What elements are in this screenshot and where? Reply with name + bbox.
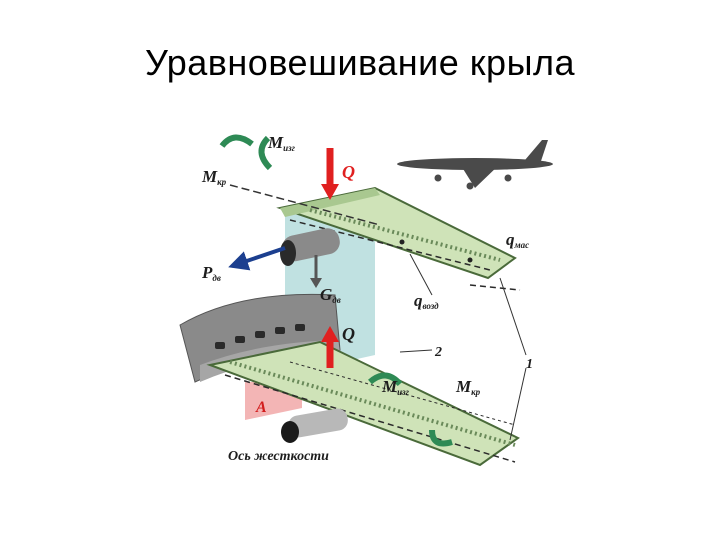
label-q-bottom: Q xyxy=(342,324,355,344)
aircraft-silhouette-icon xyxy=(397,140,553,190)
label-g-dv: Gдв xyxy=(320,285,341,305)
stiffness-axis-line xyxy=(229,184,381,226)
wing-balancing-diagram: Mизг Mкр Q qмас Pдв Gдв qвозд Q 2 1 Mизг… xyxy=(179,133,553,467)
label-m-kr-top: Mкр xyxy=(201,167,227,187)
p-thrust-arrow xyxy=(228,246,286,271)
lower-wing xyxy=(206,340,520,467)
q-force-arrows xyxy=(321,148,339,368)
lower-engine xyxy=(281,408,348,443)
label-number-1: 1 xyxy=(526,357,533,372)
g-weight-arrow xyxy=(310,255,322,288)
slide-title: Уравновешивание крыла xyxy=(145,42,575,83)
moment-arcs xyxy=(219,134,453,447)
label-a: A xyxy=(255,399,267,416)
label-m-kr-bottom: Mкр xyxy=(455,377,481,397)
label-number-2: 2 xyxy=(434,345,442,360)
leader-lines xyxy=(399,253,527,441)
label-m-izg-top: Mизг xyxy=(267,133,296,153)
label-p-dv: Pдв xyxy=(201,263,221,283)
label-q-mas: qмас xyxy=(506,230,529,250)
label-stiffness-axis: Ось жесткости xyxy=(228,449,329,464)
label-q-vozd: qвозд xyxy=(414,291,439,311)
label-m-izg-bottom: Mизг xyxy=(381,377,410,397)
label-q-top: Q xyxy=(342,162,355,182)
upper-wing xyxy=(276,186,521,291)
